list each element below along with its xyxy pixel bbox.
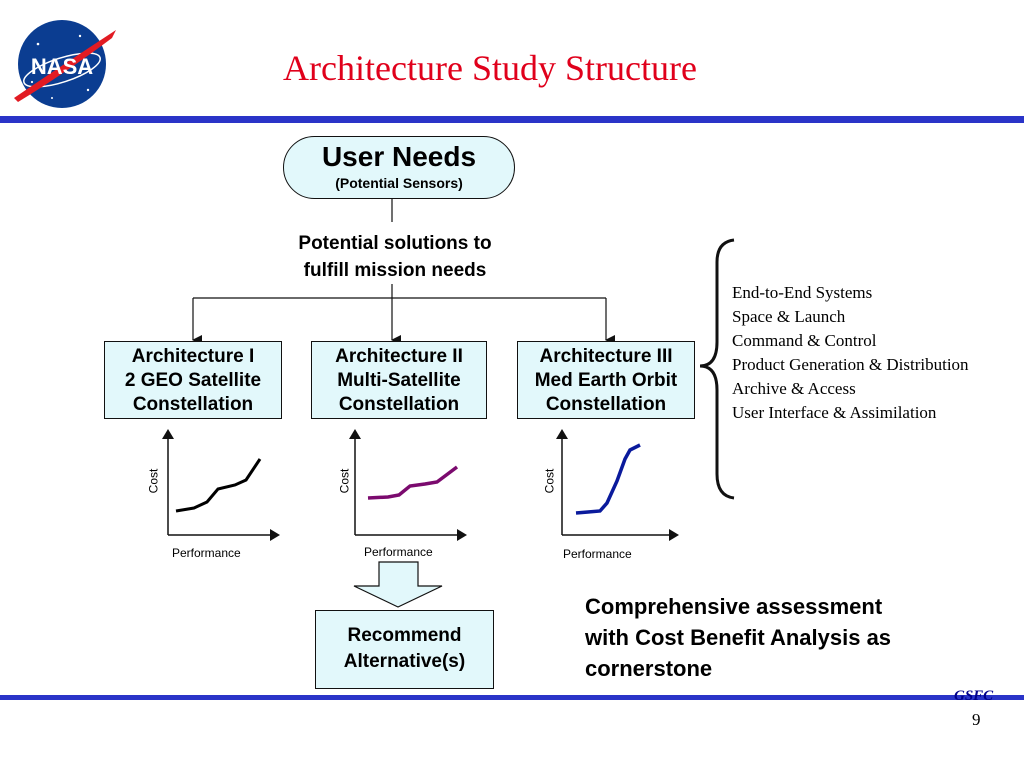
recommend-box: Recommend Alternative(s) — [315, 610, 494, 689]
nasa-meatball-logo-icon: NASA — [14, 20, 116, 108]
chart-3-x-label: Performance — [563, 547, 632, 561]
page-number: 9 — [972, 710, 981, 729]
chart-3-y-label: Cost — [542, 468, 557, 494]
assessment-text: Comprehensive assessment with Cost Benef… — [585, 594, 892, 681]
footer-rule — [0, 695, 1024, 700]
list-item: Space & Launch — [732, 307, 846, 326]
nasa-logo: NASA — [8, 12, 120, 112]
cost-performance-chart-3 — [556, 429, 679, 541]
user-needs-subtitle: (Potential Sensors) — [335, 175, 463, 191]
gsfc-label: GSFC — [954, 688, 994, 704]
architecture-1-box: Architecture I 2 GEO Satellite Constella… — [104, 341, 282, 419]
cost-performance-chart-1 — [162, 429, 280, 541]
chart-1-x-label: Performance — [172, 546, 241, 560]
user-needs-title: User Needs — [321, 141, 477, 172]
list-item: End-to-End Systems — [732, 283, 873, 302]
solutions-text: Potential solutions to fulfill mission n… — [298, 233, 492, 281]
cost-curve-3 — [575, 443, 641, 515]
architecture-3-box: Architecture III Med Earth Orbit Constel… — [517, 341, 695, 419]
chart-2-y-label: Cost — [337, 468, 352, 494]
list-item: Archive & Access — [732, 379, 856, 398]
page-title: Architecture Study Structure — [283, 48, 697, 88]
chart-2-x-label: Performance — [364, 545, 433, 559]
user-needs-box: User Needs (Potential Sensors) — [283, 136, 515, 199]
architecture-2-box: Architecture II Multi-Satellite Constell… — [311, 341, 487, 419]
cost-performance-chart-2 — [349, 429, 467, 541]
list-item: Command & Control — [732, 331, 877, 350]
cost-curve-1 — [175, 458, 262, 513]
logo-text: NASA — [31, 54, 93, 79]
header-rule — [0, 116, 1024, 123]
down-arrow-icon — [353, 561, 443, 608]
cost-curve-2 — [367, 465, 459, 500]
system-elements-list: End-to-End Systems Space & Launch Comman… — [732, 281, 969, 425]
list-item: User Interface & Assimilation — [732, 403, 937, 422]
chart-1-y-label: Cost — [146, 468, 161, 494]
list-item: Product Generation & Distribution — [732, 355, 969, 374]
